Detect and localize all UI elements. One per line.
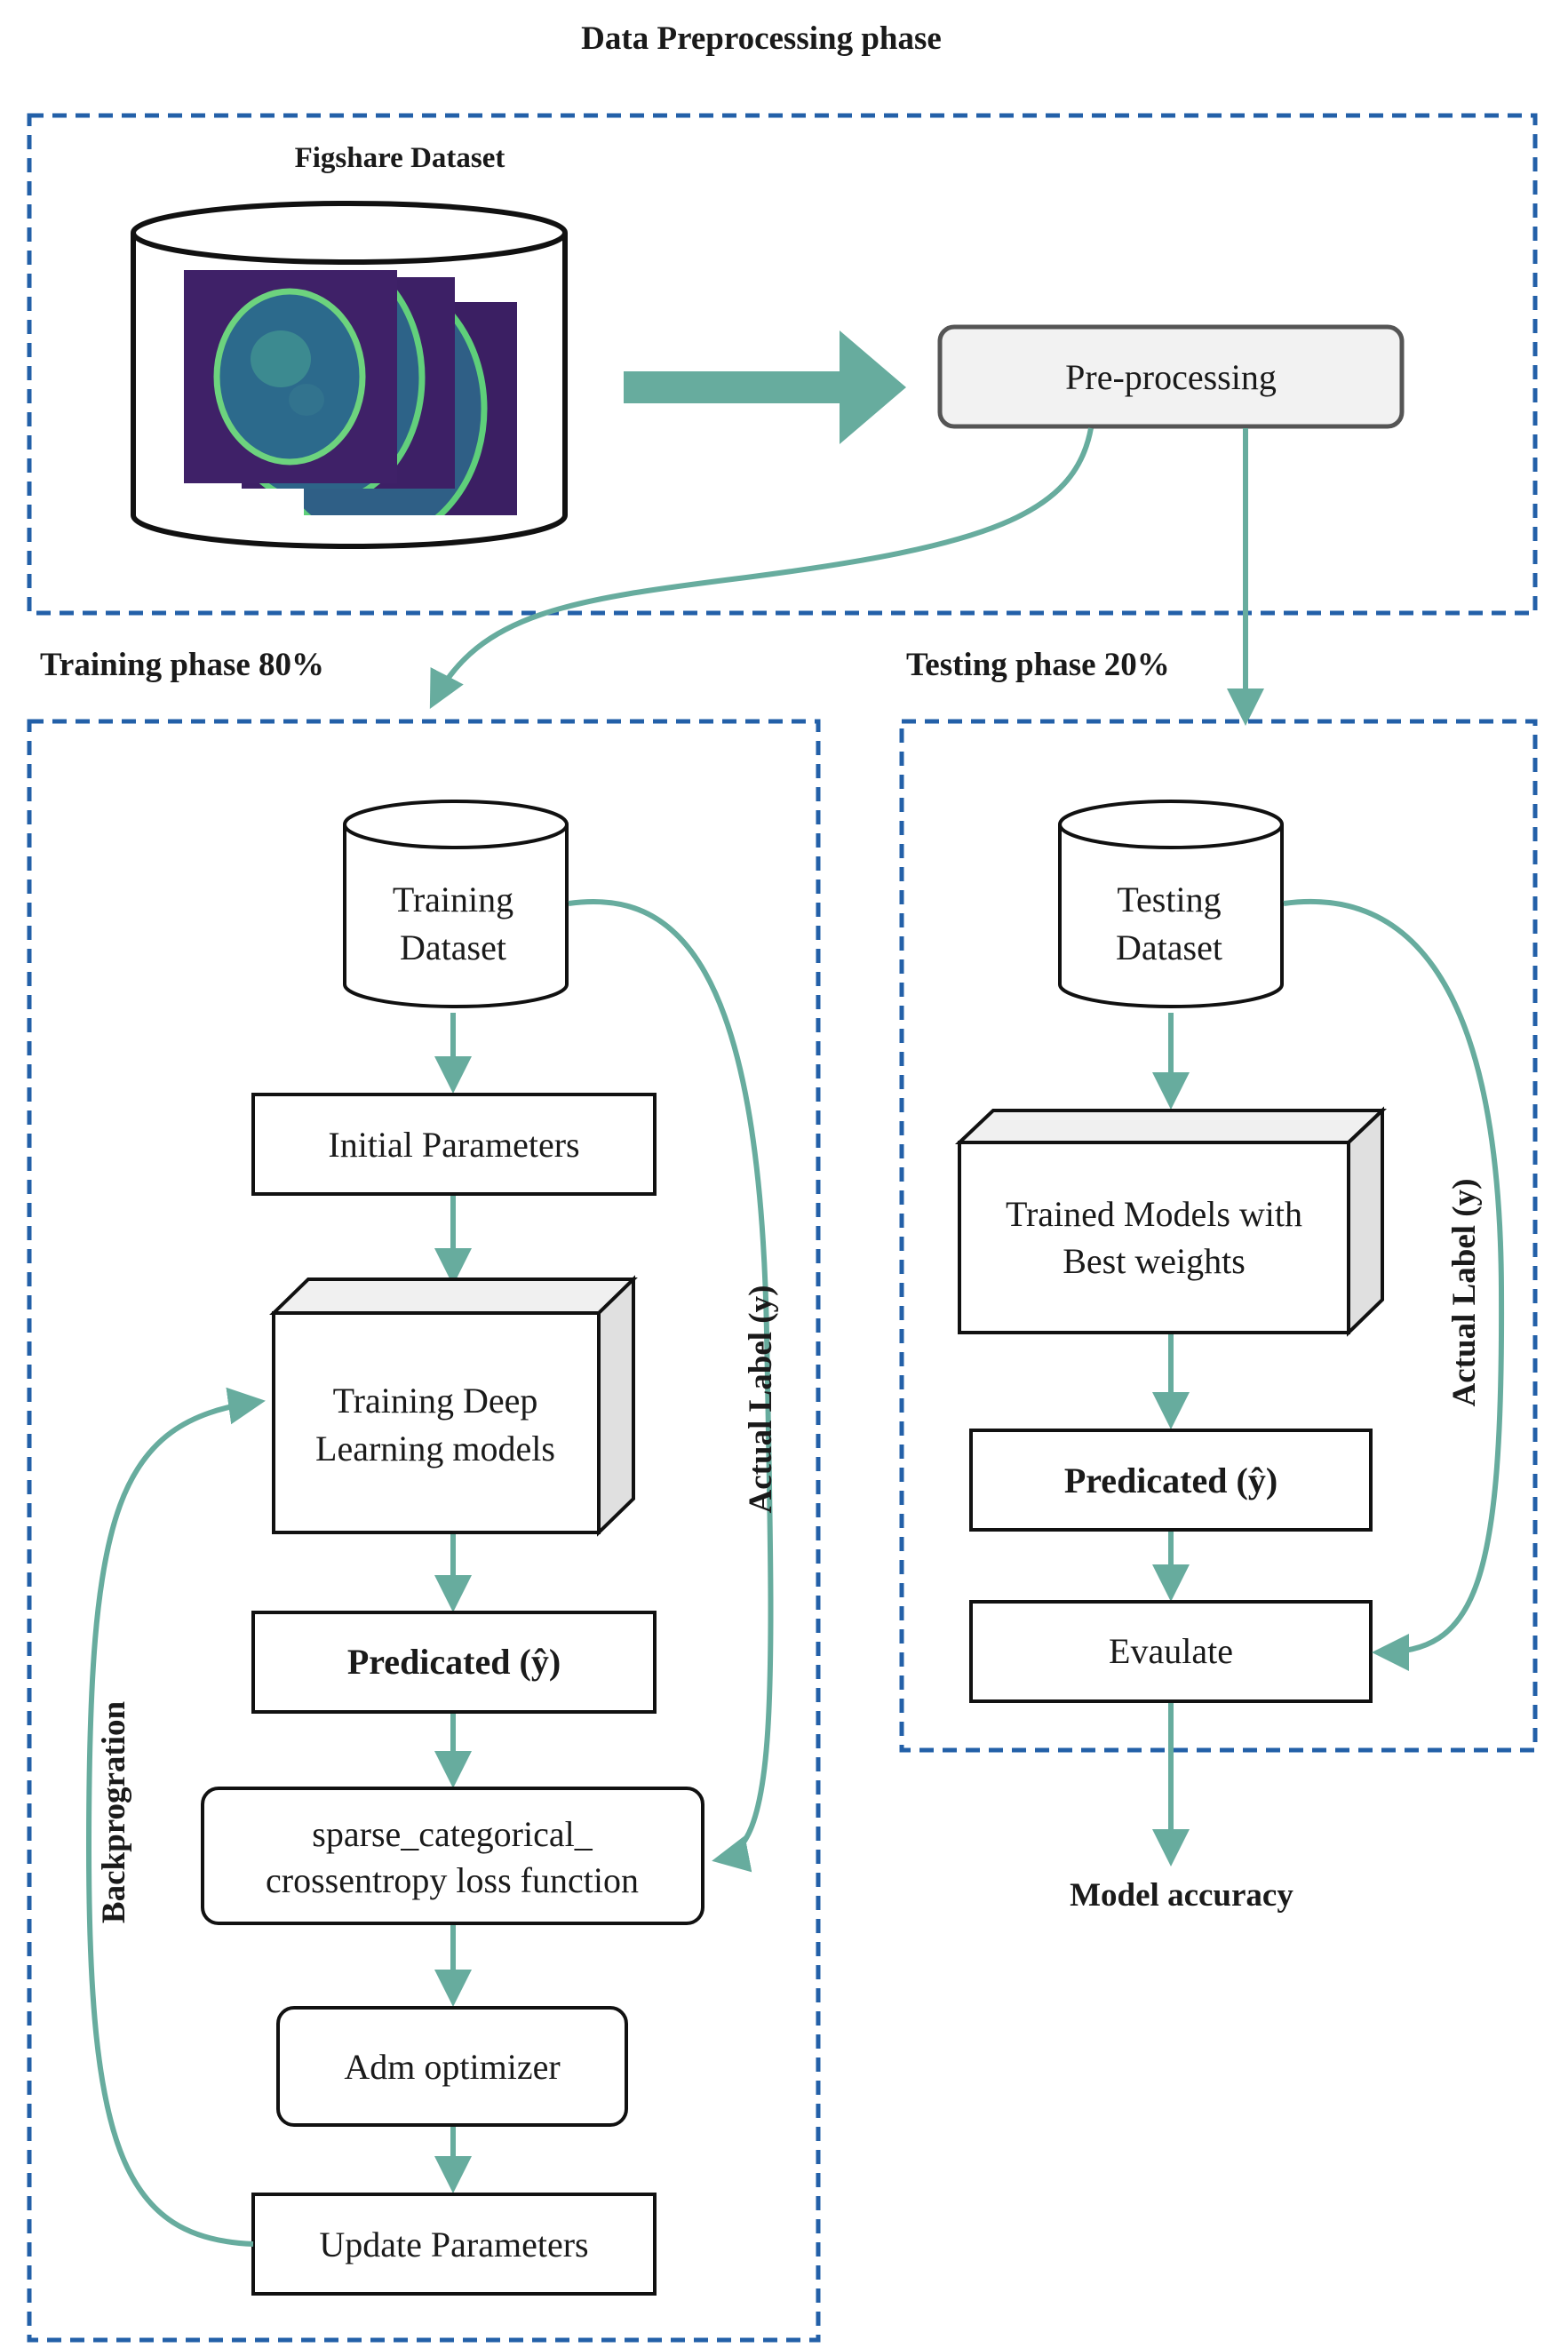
big-arrow-icon <box>624 330 906 444</box>
training-dataset-cylinder <box>343 800 569 1008</box>
page-title: Data Preprocessing phase <box>581 20 942 57</box>
update-params-label: Update Parameters <box>319 2225 588 2264</box>
loss-function-box <box>201 1787 704 1925</box>
model-accuracy-label: Model accuracy <box>1070 1877 1293 1914</box>
training-model-box <box>269 1275 638 1537</box>
dataset-label: Figshare Dataset <box>295 142 505 174</box>
testing-dataset-label-1: Testing <box>1117 880 1221 919</box>
training-phase-label: Training phase 80% <box>40 647 324 683</box>
training-actual-label-arrow <box>568 898 774 1873</box>
training-dataset-label-2: Dataset <box>400 927 506 967</box>
preprocessing-box <box>937 324 1405 429</box>
mri-slice-images <box>184 270 517 515</box>
trained-model-label-1: Trained Models with <box>1006 1194 1302 1234</box>
trained-model-label-2: Best weights <box>1063 1241 1246 1281</box>
training-predicted-label: Predicated (ŷ) <box>347 1642 561 1682</box>
optimizer-box <box>276 2006 628 2127</box>
training-model-label-1: Training Deep <box>333 1381 538 1421</box>
testing-predicted-box <box>969 1429 1373 1532</box>
training-predicted-box <box>251 1611 657 1714</box>
testing-actual-label: Actual Label (y) <box>1446 1179 1483 1407</box>
preprocessing-region <box>27 113 1538 616</box>
trained-model-box <box>954 1106 1388 1337</box>
testing-predicted-label: Predicated (ŷ) <box>1064 1461 1277 1500</box>
loss-function-label-2: crossentropy loss function <box>266 1860 639 1900</box>
testing-dataset-cylinder <box>1058 800 1284 1008</box>
training-actual-label: Actual Label (y) <box>743 1285 779 1514</box>
evaluate-box <box>969 1600 1373 1703</box>
training-region <box>27 719 821 2343</box>
testing-dataset-label-2: Dataset <box>1116 927 1222 967</box>
training-model-label-2: Learning models <box>315 1429 555 1468</box>
loss-function-label-1: sparse_categorical_ <box>312 1814 593 1854</box>
backprop-label: Backprogration <box>96 1701 132 1924</box>
optimizer-label: Adm optimizer <box>344 2047 560 2087</box>
backprop-arrow <box>85 1387 266 2247</box>
evaluate-label: Evaulate <box>1109 1631 1233 1671</box>
training-dataset-label-1: Training <box>393 880 513 919</box>
preprocessing-label: Pre-processing <box>1065 357 1277 397</box>
testing-phase-label: Testing phase 20% <box>906 647 1170 683</box>
testing-actual-label-arrow <box>1283 898 1505 1671</box>
initial-params-box <box>251 1093 657 1196</box>
arrow-to-training <box>429 427 1094 709</box>
initial-params-label: Initial Parameters <box>328 1125 579 1165</box>
